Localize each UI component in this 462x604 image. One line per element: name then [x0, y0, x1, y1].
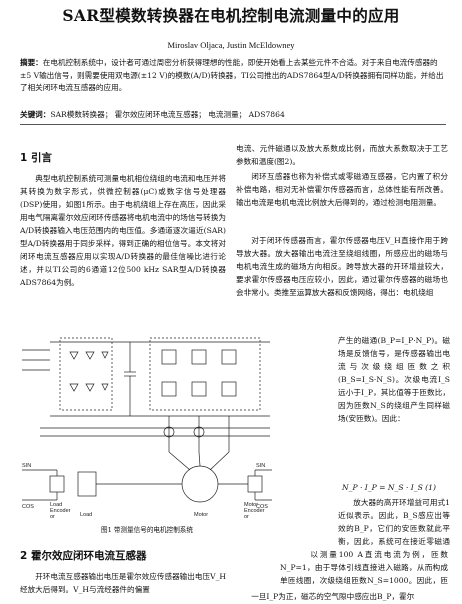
right-paragraph-2: 闭环互感器也称为补偿式或零磁通互感器，它内置了积分补偿电路，相对无补偿霍尔传感器…	[236, 172, 448, 207]
section1-title: 1 引言	[20, 152, 52, 164]
figure-1-diagram: SIN COS LoadEncoderorResolver Load Motor…	[20, 332, 274, 526]
label-cos-left: COS	[22, 504, 34, 510]
label-load: Load	[80, 512, 92, 518]
paper-title: SAR型模数转换器在电机控制电流测量中的应用	[62, 6, 400, 25]
abstract-label: 摘要：	[20, 58, 43, 67]
paper-authors: Miroslav Oljaca, Justin McEldowney	[167, 40, 295, 50]
section2-title: 2 霍尔效应闭环电流互感器	[20, 550, 147, 562]
right-paragraph-4: 放大器的高开环增益可用式1近似表示。因此，B_S感应出等效的B_P，它们的安匝数…	[338, 498, 450, 546]
abstract-text: 在电机控制系统中，设计者可通过周密分析获得理想的性能，即使开始看上去某些元件不合…	[20, 58, 444, 93]
right-paragraph-3b: 产生的磁通(B_P=I_P·N_P)。磁场是反馈信号，是传感器输出电流与次级绕组…	[338, 336, 450, 423]
label-motor: Motor	[194, 512, 208, 518]
keywords-label: 关键词：	[20, 110, 51, 119]
right-paragraph-6: 一旦I_P为正，磁芯的空气隙中感应出B_P，霍尔	[251, 592, 415, 601]
keywords-text: SAR模数转换器； 霍尔效应闭环电流互感器； 电流测量； ADS7864	[50, 110, 285, 119]
header-rule	[20, 124, 446, 125]
label-sin-left: SIN	[22, 463, 31, 469]
right-paragraph-1: 电流、元件磁通以及放大系数成比例，而放大系数取决于工艺参数和温度(图2)。	[236, 144, 448, 166]
label-cos-right: COS	[256, 504, 268, 510]
keywords: 关键词：SAR模数转换器； 霍尔效应闭环电流互感器； 电流测量； ADS7864	[20, 109, 446, 120]
section2-text: 开环电流互感器输出电压是霍尔效应传感器输出电压V_H经放大后得到。V_H与流经器…	[20, 572, 226, 594]
right-paragraph-5: 以测量100 A直流电流为例，匝数N_P=1，由于导体引线直接进入磁路，从而构成…	[280, 550, 448, 585]
figure-1-caption: 图1 带测量信号的电机控制系统	[100, 526, 193, 534]
section1-text: 典型电机控制系统可测量电机相位绕组的电流和电压并将其转换为数字形式，供微控制器(…	[20, 174, 226, 287]
right-paragraph-3a: 对于闭环传感器而言，霍尔传感器电压V_H直接作用于跨导放大器。放大器输出电流注至…	[236, 236, 448, 297]
abstract: 摘要：在电机控制系统中，设计者可通过周密分析获得理想的性能，即使开始看上去某些元…	[20, 57, 446, 95]
label-sin-right: SIN	[256, 463, 265, 469]
motor-control-schematic: SIN COS LoadEncoderorResolver Load Motor…	[22, 337, 272, 526]
equation-1: N_P · I_P = N_S · I_S (1)	[342, 483, 436, 492]
label-load-encoder: LoadEncoderorResolver	[50, 502, 72, 520]
